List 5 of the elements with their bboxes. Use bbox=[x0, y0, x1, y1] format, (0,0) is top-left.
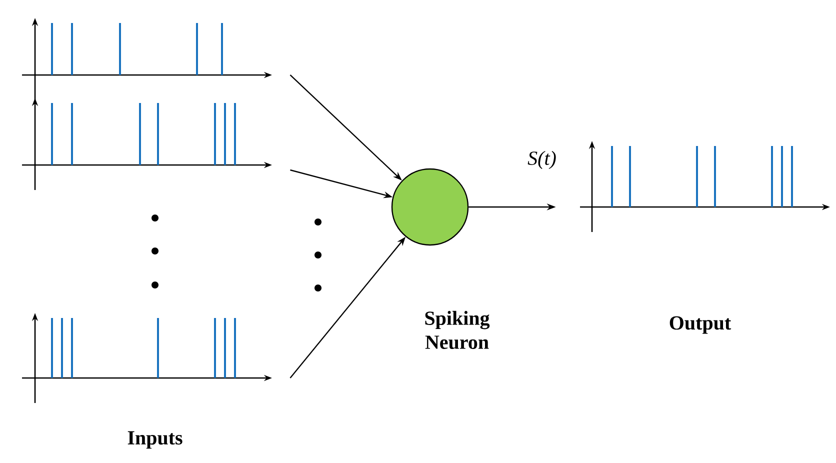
caption-label: Output bbox=[670, 316, 732, 334]
neuron-circle bbox=[391, 168, 469, 246]
caption-label: Inputs bbox=[128, 431, 182, 449]
axis-label: S(t) bbox=[528, 150, 556, 170]
node-label: Spiking Neuron bbox=[425, 310, 490, 350]
